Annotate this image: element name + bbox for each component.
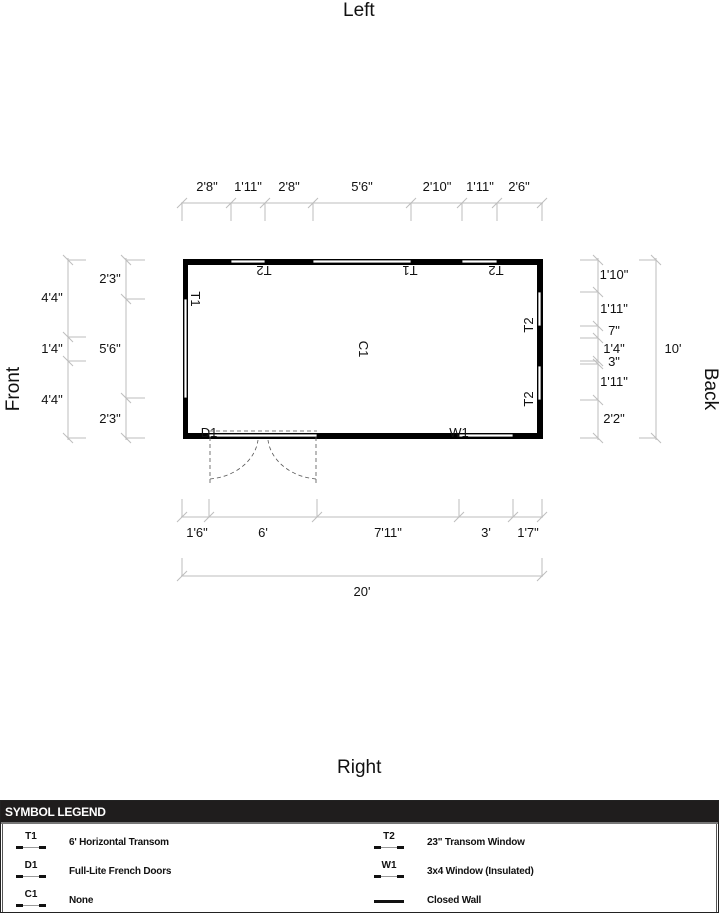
opening-symbol-icon: C1 xyxy=(15,889,47,911)
bottom-segment-dimension-line xyxy=(176,499,548,523)
dim-label: 2'3" xyxy=(99,271,121,286)
legend-label: 6' Horizontal Transom xyxy=(69,836,169,848)
dim-label: 1'11" xyxy=(466,179,494,194)
legend-item-w1: W1 3x4 Window (Insulated) xyxy=(373,860,534,882)
left-inner-dimension-line xyxy=(120,254,145,444)
center-symbol-c1: C1 xyxy=(356,341,371,358)
transom-window-t2 xyxy=(461,259,498,264)
dim-label: 1'4" xyxy=(603,341,625,356)
dim-label: 4'4" xyxy=(41,392,63,407)
dim-label: 7" xyxy=(608,323,620,338)
legend-label: Full-Lite French Doors xyxy=(69,865,172,877)
top-dimension-labels: 2'8" 1'11" 2'8" 5'6" 2'10" 1'11" 2'6" xyxy=(196,179,530,194)
dim-label: 2'10" xyxy=(423,179,452,194)
legend-item-t2: T2 23" Transom Window xyxy=(373,831,525,853)
dim-label: 4'4" xyxy=(41,290,63,305)
dim-label: 5'6" xyxy=(99,341,121,356)
dim-label: 6' xyxy=(258,525,268,540)
transom-window-t2 xyxy=(230,259,266,264)
dim-label: 1'11" xyxy=(234,179,262,194)
window-openings-back xyxy=(537,291,542,401)
window-w1 xyxy=(458,433,514,438)
legend-item-t1: T1 6' Horizontal Transom xyxy=(15,831,169,853)
bottom-total-dimension-line xyxy=(176,558,548,582)
transom-t1-front xyxy=(183,298,188,399)
dim-label: 7'11" xyxy=(374,525,402,540)
closed-wall-icon xyxy=(373,889,405,911)
french-door-d1 xyxy=(208,430,318,484)
legend-label: None xyxy=(69,894,94,906)
opening-labels-top: T2 T1 T2 xyxy=(256,263,503,278)
left-dimension-labels: 4'4" 1'4" 4'4" 2'3" 5'6" 2'3" xyxy=(41,271,121,426)
opening-label: T2 xyxy=(521,317,536,332)
dim-label: 2'2" xyxy=(603,411,625,426)
legend-body: T1 6' Horizontal Transom D1 Full-Lite Fr… xyxy=(2,824,717,912)
opening-symbol-icon: T1 xyxy=(15,831,47,853)
opening-label: T2 xyxy=(256,263,271,278)
opening-label: T1 xyxy=(402,263,417,278)
dim-label: 3' xyxy=(481,525,491,540)
legend-label: 23" Transom Window xyxy=(427,836,525,848)
right-dimension-labels: 1'10" 1'11" 7" 1'4" 3" 1'11" 2'2" 10' xyxy=(600,267,682,426)
top-dimension-line xyxy=(176,197,548,221)
dim-label: 1'4" xyxy=(41,341,63,356)
symbol-legend: SYMBOL LEGEND T1 6' Horizontal Transom D… xyxy=(0,800,719,913)
dim-label: 1'10" xyxy=(600,267,629,282)
door-symbol-icon: D1 xyxy=(15,860,47,882)
legend-label: Closed Wall xyxy=(427,894,482,906)
orientation-label-top: Left xyxy=(343,0,375,21)
legend-item-c1: C1 None xyxy=(15,889,93,911)
legend-label: 3x4 Window (Insulated) xyxy=(427,865,534,877)
dim-label: 3" xyxy=(608,354,620,369)
dim-label: 2'3" xyxy=(99,411,121,426)
dim-label: 2'8" xyxy=(196,179,218,194)
legend-title: SYMBOL LEGEND xyxy=(1,801,718,824)
transom-t1 xyxy=(312,259,412,264)
left-outer-dimension-line xyxy=(62,254,86,444)
legend-item-closed-wall: Closed Wall xyxy=(373,889,481,911)
bottom-segment-labels: 1'6" 6' 7'11" 3' 1'7" xyxy=(186,525,539,540)
opening-label: W1 xyxy=(449,425,469,440)
right-inner-dimension-line xyxy=(580,254,604,444)
dimension-ticks xyxy=(176,197,548,221)
dim-label: 1'7" xyxy=(517,525,539,540)
right-outer-dimension-line xyxy=(639,254,662,444)
window-symbol-icon: W1 xyxy=(373,860,405,882)
dim-label: 2'8" xyxy=(278,179,300,194)
total-width-label: 20' xyxy=(354,584,371,599)
transom-window-t2 xyxy=(537,291,542,327)
dim-label: 10' xyxy=(665,341,682,356)
legend-item-d1: D1 Full-Lite French Doors xyxy=(15,860,171,882)
window-openings-top xyxy=(230,259,498,264)
dim-label: 5'6" xyxy=(351,179,373,194)
dim-label: 1'11" xyxy=(600,374,628,389)
dim-label: 2'6" xyxy=(508,179,530,194)
dim-label: 1'11" xyxy=(600,301,628,316)
opening-label: T1 xyxy=(188,291,203,306)
opening-symbol-icon: T2 xyxy=(373,831,405,853)
opening-label: T2 xyxy=(521,391,536,406)
orientation-label-bottom: Right xyxy=(337,757,382,778)
opening-label: T2 xyxy=(488,263,503,278)
opening-label: D1 xyxy=(201,425,218,440)
transom-window-t2 xyxy=(537,365,542,401)
floor-plan: 2'8" 1'11" 2'8" 5'6" 2'10" 1'11" 2'6" 4'… xyxy=(41,179,682,599)
dim-label: 1'6" xyxy=(186,525,208,540)
